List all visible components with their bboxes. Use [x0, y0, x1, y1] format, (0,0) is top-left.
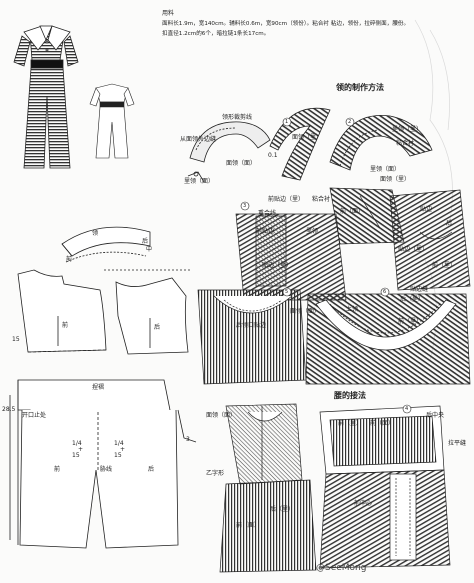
waist-label: 乙字形 — [206, 470, 225, 477]
pattern-label: 15 — [12, 336, 20, 343]
waist-step1 — [219, 403, 317, 573]
waist-label: 前（面） — [236, 522, 261, 529]
jumpsuit-illustration — [13, 25, 79, 169]
jumpsuit-back-view — [89, 83, 135, 159]
collar-label: 贴边缝 — [410, 286, 429, 293]
pattern-label: 中 — [146, 246, 153, 253]
waist-method-heading: 腰的接法 — [334, 391, 366, 400]
pattern-label: 前 — [66, 256, 73, 263]
collar-label: 里领（面） — [184, 178, 215, 185]
pattern-label: 胁线 — [100, 466, 113, 473]
collar-label: 贴边（里） — [262, 262, 293, 269]
pattern-label: 28.5 — [2, 406, 16, 413]
waist-label: 前中心 — [354, 500, 373, 507]
step-number: 1 — [285, 119, 289, 125]
pattern-label: 15 — [72, 452, 80, 459]
pattern-label: 后 — [154, 324, 161, 331]
pattern-label: 捏褶 — [92, 384, 105, 391]
materials-line2: 扣直径1.2cm的6个，暗拉链1条长17cm。 — [162, 31, 270, 37]
collar-label: 粘合衬 — [396, 140, 415, 147]
collar-label: 上领 — [346, 306, 359, 313]
bodice-pattern-pieces — [17, 269, 190, 355]
collar-label: 前贴边（里） — [268, 196, 305, 203]
watermark: @SeeMong — [316, 563, 367, 573]
collar-label: 面领（面） — [226, 160, 257, 167]
waist-label: 后（里） — [270, 506, 295, 513]
collar-label: 面领（里） — [380, 176, 411, 183]
collar-step3 — [235, 187, 405, 301]
waist-label: 面领（面） — [206, 412, 237, 419]
collar-step4 — [389, 189, 471, 291]
collar-step6 — [305, 293, 471, 385]
collar-label: 重合线 — [258, 210, 277, 217]
pants-pattern-piece — [9, 379, 197, 549]
collar-label: 贴边 — [420, 206, 433, 213]
waist-label: 前（面） — [370, 420, 395, 427]
pattern-label: + — [120, 446, 126, 453]
collar-label: 里领（面） — [370, 166, 401, 173]
collar-label: 0.1 — [268, 152, 278, 159]
collar-label: 后（里） — [400, 296, 425, 303]
materials-heading: 用料 — [162, 10, 175, 17]
pattern-label: 前 — [54, 466, 61, 473]
step-number: 2 — [348, 119, 352, 125]
pattern-label: 1/4 — [114, 440, 124, 447]
step-number-circles — [240, 117, 412, 414]
collar-step1 — [187, 107, 433, 183]
collar-pattern-piece — [61, 226, 151, 263]
pattern-label: 开口止处 — [22, 412, 47, 419]
collar-label: 前（里） — [432, 262, 457, 269]
collar-label: 里领 — [306, 228, 319, 235]
step-number: 5 — [285, 289, 289, 295]
pattern-label: 前 — [62, 322, 69, 329]
collar-label: 面领（里） — [292, 134, 323, 141]
pattern-label: 领 — [92, 230, 99, 237]
pattern-label: 1/4 — [72, 440, 82, 447]
pattern-label: 后 — [142, 238, 149, 245]
collar-label: 领形裁剪线 — [222, 114, 253, 121]
waist-label: 前（里） — [338, 420, 363, 427]
collar-label: 里领（里） — [392, 126, 423, 133]
collar-label: 前（面） — [340, 208, 365, 215]
waist-step2 — [319, 405, 451, 569]
pattern-label: + — [78, 446, 84, 453]
waist-label: 后中央 — [426, 412, 445, 419]
collar-label: 前贴边 — [256, 228, 275, 235]
collar-label: 从面领外边缝 — [180, 136, 217, 143]
collar-label: 后 — [446, 220, 453, 227]
collar-label: 前（里） — [398, 318, 423, 325]
pattern-label: 后 — [148, 466, 155, 473]
collar-step5 — [197, 289, 307, 385]
materials-line1: 面料长1.9m，宽140cm。辅料长0.6m，宽90cm（领份）。粘合衬 粘边，… — [162, 21, 410, 27]
pattern-label: 15 — [114, 452, 122, 459]
collar-label: 贴边（里） — [398, 246, 429, 253]
collar-label: 粘合衬 — [312, 196, 331, 203]
step-number: 6 — [383, 289, 387, 295]
collar-label: 后领口贴边 — [236, 322, 267, 329]
collar-method-heading: 领的制作方法 — [336, 83, 384, 92]
step-number: 4 — [405, 406, 409, 412]
waist-label: 拉平缝 — [448, 440, 467, 447]
pattern-label: 3 — [186, 436, 190, 443]
step-number: 3 — [243, 203, 247, 209]
collar-label: 面领（面） — [290, 308, 321, 315]
